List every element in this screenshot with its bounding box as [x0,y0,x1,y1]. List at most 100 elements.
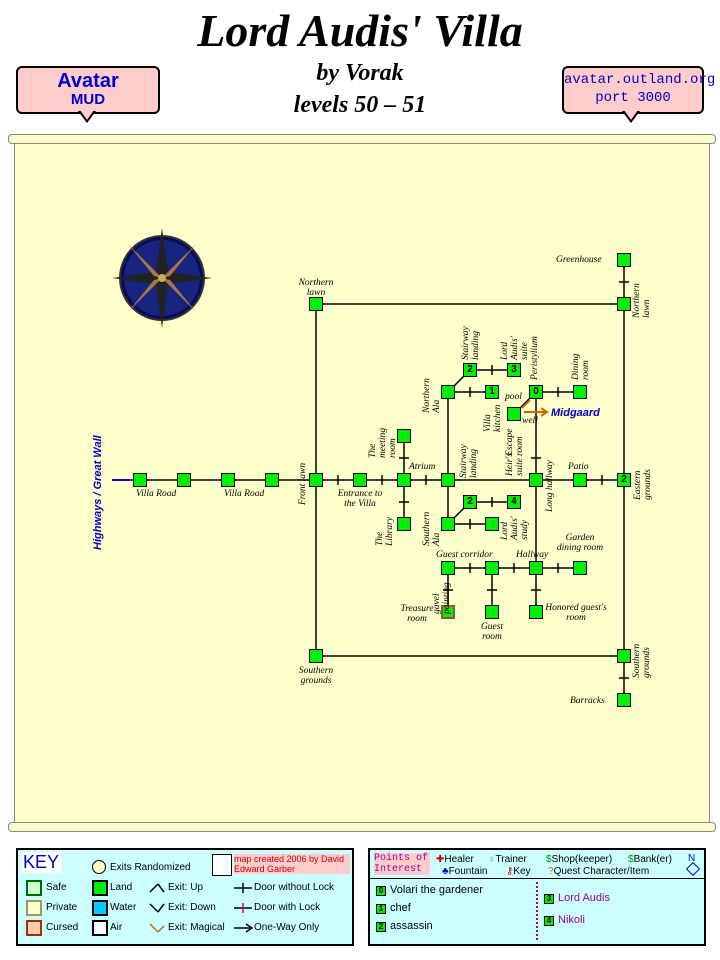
label-atrium: Atrium [409,462,436,472]
label-entrance: Entrance to the Villa [337,489,383,509]
label-honored-guests: Honored guest's room [545,603,607,623]
poi-item-4[interactable]: Nikoli [558,914,585,926]
room-number-label: 2 [621,474,627,485]
room-number-label: 4 [511,496,517,507]
room-peristylium[interactable] [529,385,543,399]
banner-mud-text: MUD [70,91,106,108]
room-atrium[interactable] [397,473,411,487]
room-escape-room[interactable] [507,407,521,421]
room-stairway-hub[interactable] [441,473,455,487]
poi-item-0[interactable]: Volari the gardener [390,884,483,896]
room-hallway[interactable] [529,561,543,575]
key-exit-down: Exit: Down [168,902,216,913]
room-villa-road-2[interactable] [221,473,235,487]
room-northern-ala[interactable] [441,385,455,399]
door-and-oneway-icons [234,883,254,933]
quest-icon: ? [548,866,554,877]
server-port-text: port 3000 [595,90,671,106]
room-library[interactable] [397,517,411,531]
label-meeting-room: The meeting room [368,427,398,458]
safe-swatch [26,880,42,896]
room-honored-guests[interactable] [529,605,543,619]
server-address-banner[interactable]: avatar.outland.org port 3000 [562,66,716,114]
key-icon: ⚷ [506,866,514,877]
room-southern-grounds-west[interactable] [309,649,323,663]
room-highway-entry[interactable] [133,473,147,487]
room-eastern-grounds[interactable] [617,473,631,487]
room-meeting-room[interactable] [397,429,411,443]
poi-quest-label: Quest Character/Item [553,866,650,877]
label-northern-lawn-west: Northern lawn [298,278,334,298]
label-patio: Patio [568,462,589,472]
label-villa-road-1: Villa Road [136,489,177,499]
key-door-with-lock: Door with Lock [254,902,321,913]
poi-item-1[interactable]: chef [390,902,411,914]
room-guest-corridor-west[interactable] [441,561,455,575]
room-number-label: 2 [467,364,473,375]
poi-healer-label: Healer [444,854,474,865]
highways-great-wall-link[interactable]: Highways / Great Wall [92,435,104,550]
label-lord-audis-study: Lord Audis' study [500,516,530,540]
key-title: KEY [21,852,62,873]
room-number-label: 2 [467,496,473,507]
poi-column-divider [536,882,538,940]
poi-bank: $Bank(er) [628,854,672,865]
room-villa-road-1[interactable] [177,473,191,487]
key-water: Water [110,902,137,913]
poi-item-3[interactable]: Lord Audis [558,892,610,904]
poi-trainer-label: Trainer [495,854,527,865]
key-door-without-lock: Door without Lock [254,882,335,893]
poi-key-label: Key [513,866,531,877]
room-lord-audis-study[interactable] [485,517,499,531]
label-pool: pool [505,392,522,402]
room-lord-audis-suite[interactable] [507,363,521,377]
room-garden-dining[interactable] [573,561,587,575]
room-southern-grounds-east[interactable] [617,649,631,663]
fountain-icon: ♣ [442,866,449,877]
scroll-bottom-roll [8,822,716,832]
room-number-label: 1 [489,386,495,397]
poi-item-2[interactable]: assassin [390,920,433,932]
room-northern-lawn-east[interactable] [617,297,631,311]
exit-midgaard-link[interactable]: Midgaard [551,407,600,419]
label-southern-grounds-west: Southern grounds [298,666,334,686]
poi-number-1: 1 [376,904,386,914]
room-stairway-landing-north[interactable] [463,363,477,377]
compass-n-label: N [688,853,696,864]
room-guest-corridor[interactable] [485,561,499,575]
label-front-lawn: Front lawn [298,462,308,505]
label-garden-dining: Garden dining room [556,533,604,553]
water-swatch [92,900,108,916]
label-stairway-landing-south: Stairway landing [459,444,479,478]
room-southern-ala[interactable] [441,517,455,531]
scroll-quill-icon [212,854,232,876]
room-patio[interactable] [573,473,587,487]
exit-up-down-magical-icons [149,883,165,933]
server-host-text: avatar.outland.org [564,72,716,88]
poi-trainer: ♀Trainer [488,854,527,865]
room-stairway-landing-south[interactable] [463,495,477,509]
room-long-hallway[interactable] [529,473,543,487]
room-treasure-room[interactable] [441,605,455,619]
label-northern-ala: Northern Ala [422,378,442,413]
room-greenhouse[interactable] [617,253,631,267]
poi-fountain-label: Fountain [448,866,488,877]
private-swatch [26,900,42,916]
room-villa-road-3[interactable] [265,473,279,487]
label-guest-corridor: Guest corridor [436,550,493,560]
room-front-lawn[interactable] [309,473,323,487]
room-guest-room[interactable] [485,605,499,619]
key-exit-up: Exit: Up [168,882,204,893]
poi-bank-label: Bank(er) [633,854,672,865]
room-barracks[interactable] [617,693,631,707]
air-swatch [92,920,108,936]
room-dining-room[interactable] [573,385,587,399]
room-villa-kitchen[interactable] [485,385,499,399]
poi-number-3: 3 [544,894,554,904]
room-heirs-suite[interactable] [507,495,521,509]
room-northern-lawn-west[interactable] [309,297,323,311]
scroll-top-roll [8,134,716,144]
room-number-label: 0 [533,386,539,397]
room-entrance[interactable] [353,473,367,487]
